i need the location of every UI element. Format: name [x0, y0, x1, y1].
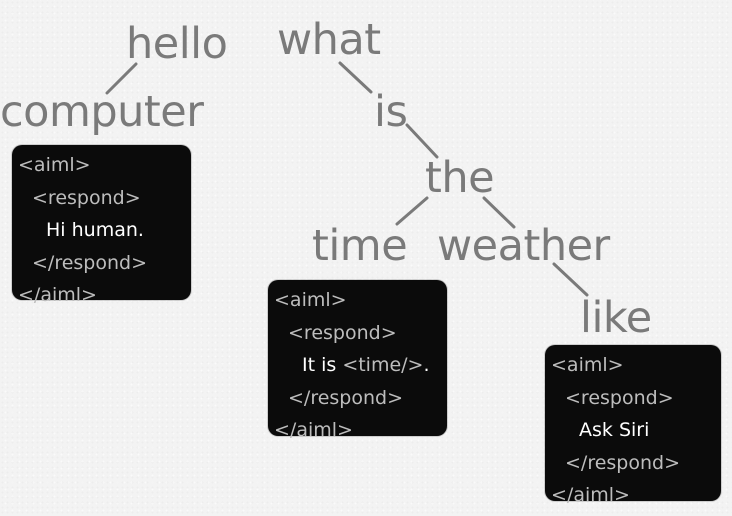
- code-response: Hi human.: [46, 219, 144, 241]
- code-time-tag: <time/>: [342, 354, 424, 376]
- code-response: Ask Siri: [579, 419, 650, 441]
- word-computer: computer: [0, 87, 204, 137]
- code-close-aiml: </aiml>: [18, 284, 97, 306]
- word-the: the: [425, 153, 495, 203]
- code-response-suffix: .: [423, 354, 430, 376]
- edge-what-is: [338, 61, 373, 94]
- code-box-time: <aiml> <respond> It is <time/>. </respon…: [268, 280, 447, 441]
- code-response-prefix: It is: [302, 354, 343, 376]
- code-box-computer: <aiml> <respond> Hi human. </respond> </…: [12, 145, 191, 306]
- code-open-respond: <respond>: [288, 321, 397, 344]
- word-weather: weather: [437, 221, 610, 271]
- code-response: It is <time/>.: [274, 349, 441, 382]
- word-time: time: [312, 221, 408, 271]
- edge-hello-computer: [105, 62, 138, 95]
- word-like: like: [580, 293, 652, 343]
- edge-the-weather: [482, 196, 516, 229]
- code-open-aiml: <aiml>: [18, 154, 91, 176]
- code-box-like: <aiml> <respond> Ask Siri </respond> </a…: [545, 345, 721, 506]
- word-hello: hello: [126, 19, 228, 69]
- code-close-aiml: </aiml>: [551, 484, 630, 506]
- edge-the-time: [395, 196, 429, 226]
- code-close-respond: </respond>: [565, 451, 681, 474]
- code-open-aiml: <aiml>: [551, 354, 624, 376]
- code-open-respond: <respond>: [32, 186, 141, 209]
- edge-weather-like: [552, 262, 589, 297]
- edge-is-the: [405, 123, 439, 159]
- code-close-respond: </respond>: [32, 251, 148, 274]
- word-what: what: [277, 15, 381, 65]
- code-close-respond: </respond>: [288, 386, 404, 409]
- code-close-aiml: </aiml>: [274, 419, 353, 441]
- code-open-respond: <respond>: [565, 386, 674, 409]
- code-open-aiml: <aiml>: [274, 289, 347, 311]
- word-is: is: [374, 87, 408, 137]
